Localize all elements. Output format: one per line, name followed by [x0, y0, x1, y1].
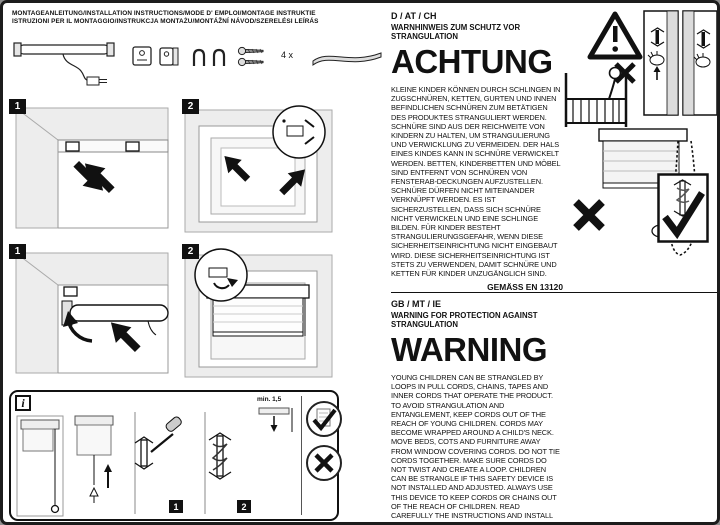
step-panel-2a	[181, 98, 336, 236]
profile-strip-icon	[309, 45, 387, 69]
step-panel-1a	[8, 98, 178, 236]
info-step-badge: 1	[169, 500, 183, 513]
cleat-install-illustration	[123, 410, 187, 516]
cross-icon-large	[571, 197, 607, 233]
step-number-badge: 2	[182, 99, 199, 114]
blind-cord-loop-illustration	[597, 127, 717, 261]
region-label-de: D / AT / CH	[391, 11, 437, 21]
cord-tassel-illustration	[71, 412, 117, 518]
wall-cleat-illustration	[643, 10, 679, 116]
window-corner-brackets-illustration	[15, 107, 169, 229]
screws-icon	[237, 45, 277, 69]
warning-title-en: WARNING	[391, 331, 548, 368]
cross-circle-icon	[305, 444, 343, 482]
cleat-check-illustration	[657, 173, 709, 243]
window-front-blind-illustration	[184, 248, 333, 378]
step-number-badge: 1	[9, 244, 26, 259]
instructions-check-icon	[305, 400, 343, 438]
warning-title-de: ACHTUNG	[391, 43, 553, 80]
info-icon: i	[15, 395, 31, 411]
parts-row: 4 x	[11, 33, 389, 93]
warning-body-de: KLEINE KINDER KÖNNEN DURCH SCHLINGEN IN …	[391, 85, 561, 279]
cleat-wrapped-cord-illustration	[193, 410, 253, 516]
header-line-2: ISTRUZIONI PER IL MONTAGGIO/INSTRUKCJA M…	[12, 18, 319, 25]
safety-info-panel: i	[9, 390, 342, 521]
crib-child-illustration	[561, 57, 639, 129]
bracket-icon	[158, 45, 180, 67]
section-divider	[391, 292, 717, 293]
header-line-1: MONTAGEANLEITUNG/INSTALLATION INSTRUCTIO…	[12, 10, 316, 17]
info-divider	[301, 396, 302, 515]
info-step-badge: 2	[237, 500, 251, 513]
header: MONTAGEANLEITUNG/INSTALLATION INSTRUCTIO…	[12, 10, 387, 26]
clip-icon	[211, 47, 227, 67]
warning-subtitle-en: WARNING FOR PROTECTION AGAINST STRANGULA…	[391, 311, 538, 329]
standard-label-de: GEMÄSS EN 13120	[487, 282, 563, 293]
warning-triangle-icon	[587, 11, 643, 61]
step-panel-1b	[8, 243, 178, 381]
window-front-brackets-illustration	[184, 105, 333, 233]
warning-section-de: D / AT / CH WARNHINWEIS ZUM SCHUTZ VOR S…	[391, 11, 563, 292]
region-label-en: GB / MT / IE	[391, 299, 442, 309]
window-cord-hazard-illustration	[15, 414, 65, 518]
roller-blind-parts-icon	[11, 35, 123, 91]
screw-quantity-label: 4 x	[281, 50, 294, 60]
min-height-label: min. 1,5	[257, 396, 282, 403]
window-corner-blind-illustration	[15, 252, 169, 374]
warning-subtitle-de: WARNHINWEIS ZUM SCHUTZ VOR STRANGULATION	[391, 23, 521, 41]
step-number-badge: 1	[9, 99, 26, 114]
warning-section-en: GB / MT / IE WARNING FOR PROTECTION AGAI…	[391, 299, 563, 525]
bracket-icon	[131, 45, 153, 67]
clip-icon	[191, 47, 207, 67]
min-height-sketch	[257, 406, 297, 434]
exclamation-icon	[613, 26, 618, 42]
step-number-badge: 2	[182, 244, 199, 259]
wall-cleat-illustration	[682, 10, 717, 116]
warning-body-en: YOUNG CHILDREN CAN BE STRANGLED BY LOOPS…	[391, 373, 560, 525]
step-panel-2b	[181, 243, 336, 381]
